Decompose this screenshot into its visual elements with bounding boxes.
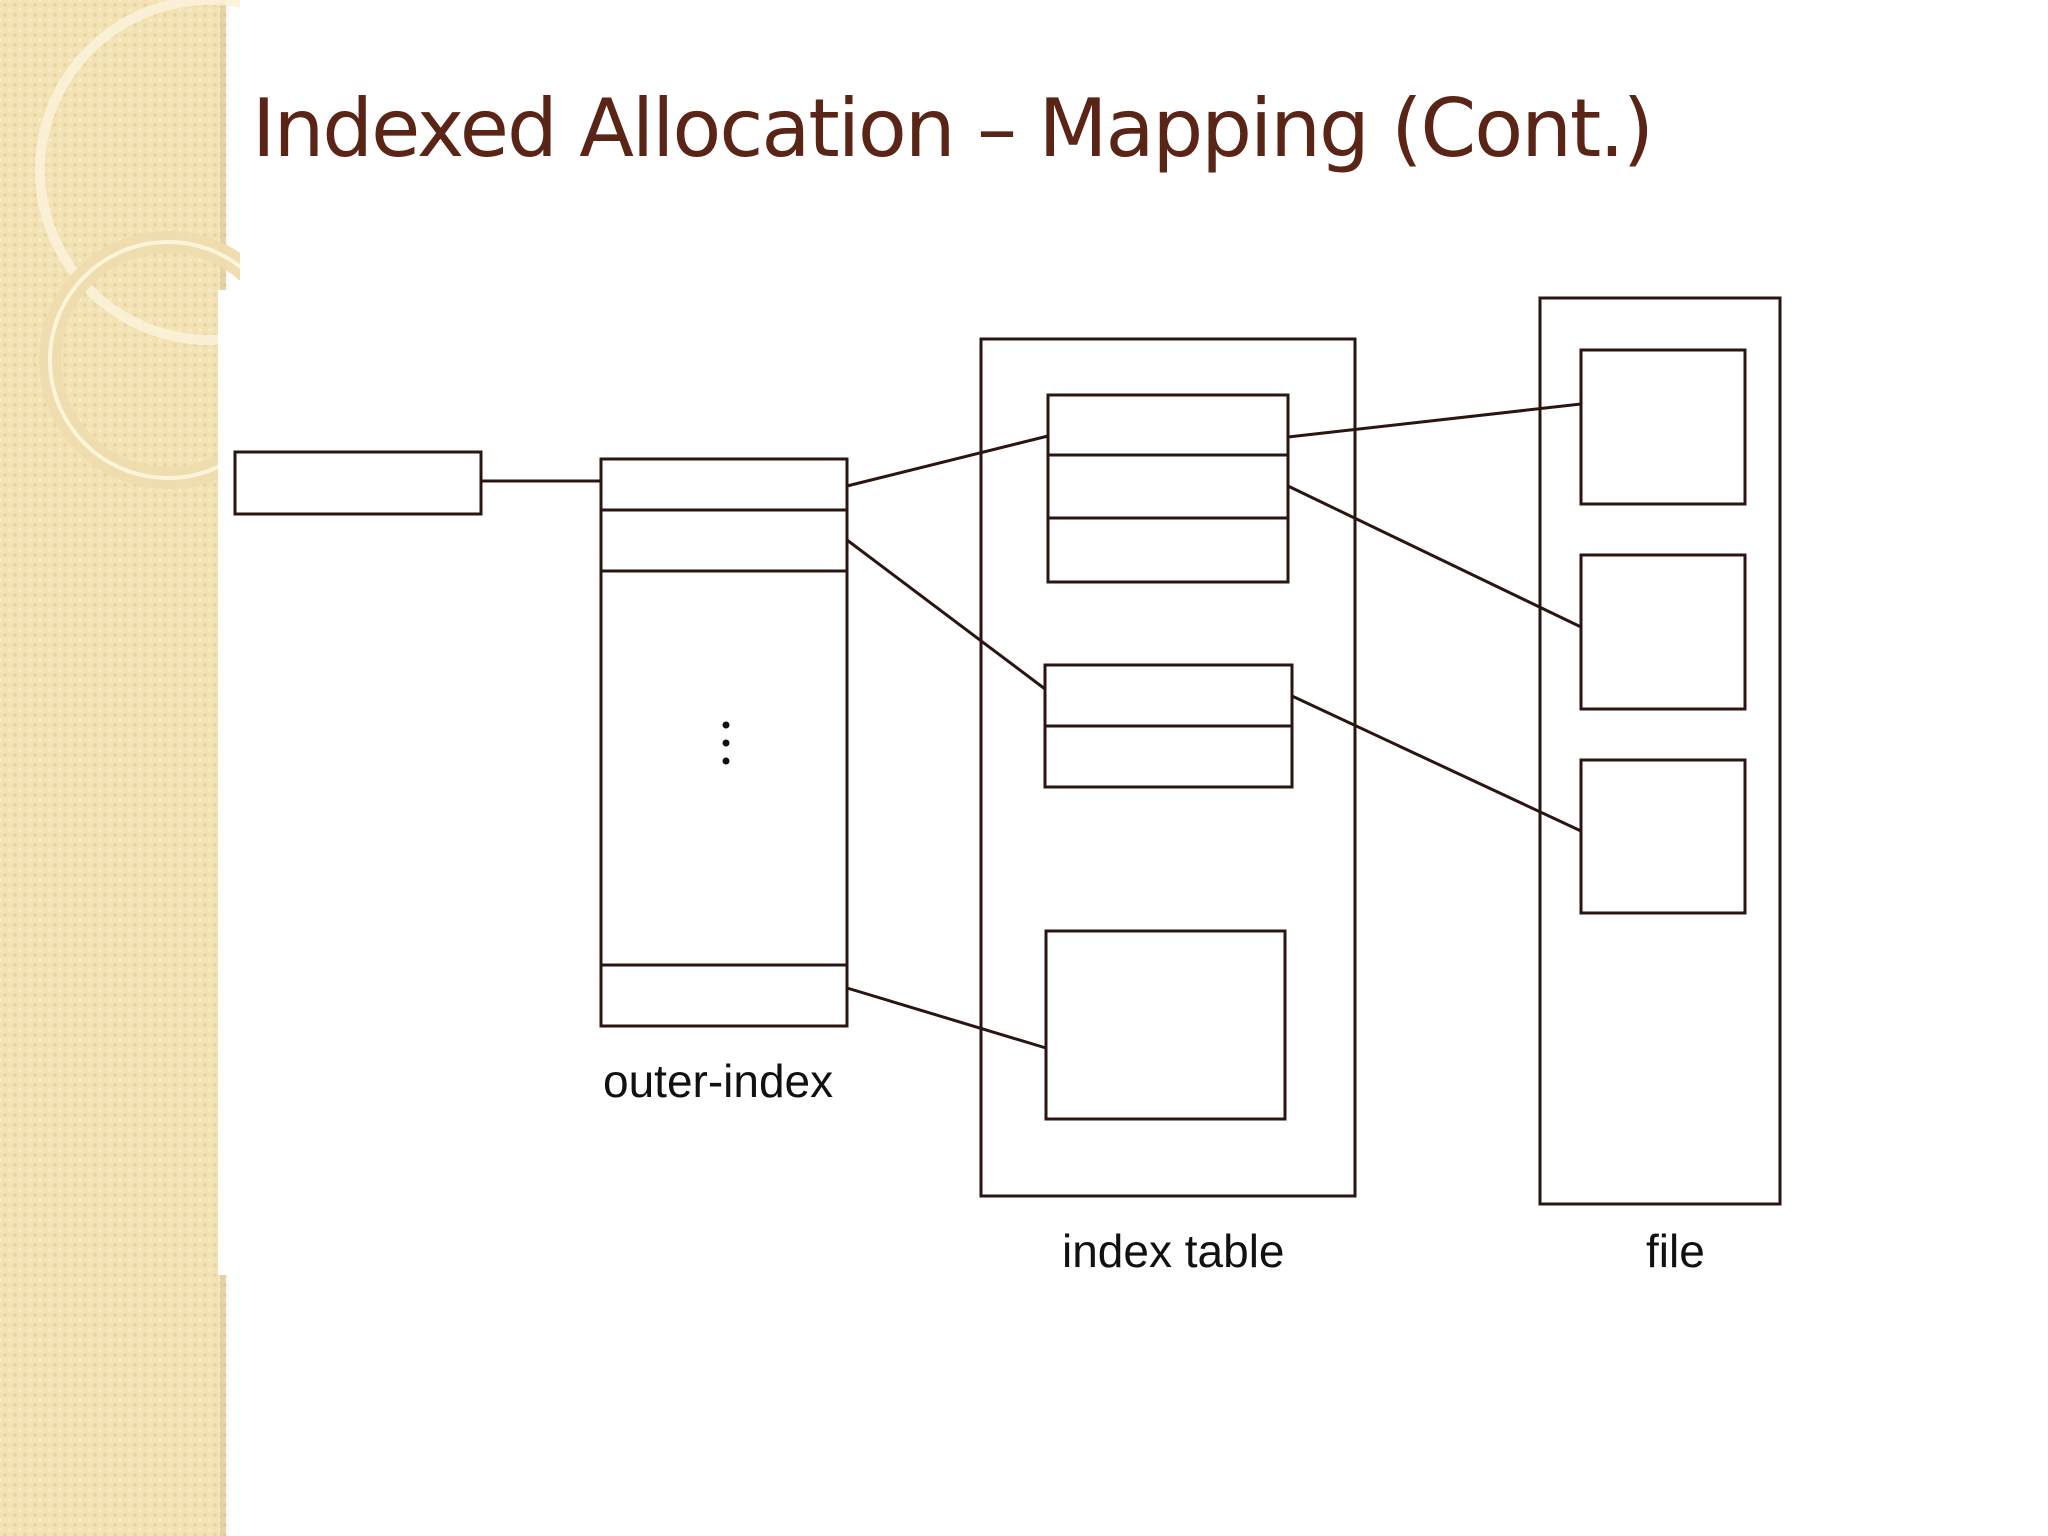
index-table-label: index table [1062,1225,1285,1277]
file-container [1538,296,1782,1206]
pointer-line [1291,694,1582,833]
ellipsis-dot [722,721,730,729]
decorative-circles [35,0,240,489]
file-label: file [1646,1225,1705,1277]
ellipsis-dots [722,721,730,765]
outer-index-table [599,457,849,1028]
ellipsis-dot [722,757,730,765]
ellipsis-dot [722,739,730,747]
file-data-block-2 [1579,553,1747,711]
pointer-line [846,434,1049,488]
file-data-block-1 [1579,348,1747,506]
file-data-block-3 [1579,758,1747,915]
pointer-line [846,986,1047,1050]
pointer-line [846,538,1046,691]
diagram-panel [218,290,1778,1275]
index-table-container [979,337,1357,1198]
deco-circle-small-highlight [48,240,240,480]
slide-title: Indexed Allocation – Mapping (Cont.) [252,82,1654,175]
outer-index-label: outer-index [603,1055,833,1107]
pointer-line [1287,402,1582,439]
index-block-1 [1046,393,1290,584]
file-pointer-block [233,450,483,516]
pointer-line [1287,484,1582,629]
index-block-3 [1044,929,1287,1121]
deco-circle-large [35,0,240,345]
